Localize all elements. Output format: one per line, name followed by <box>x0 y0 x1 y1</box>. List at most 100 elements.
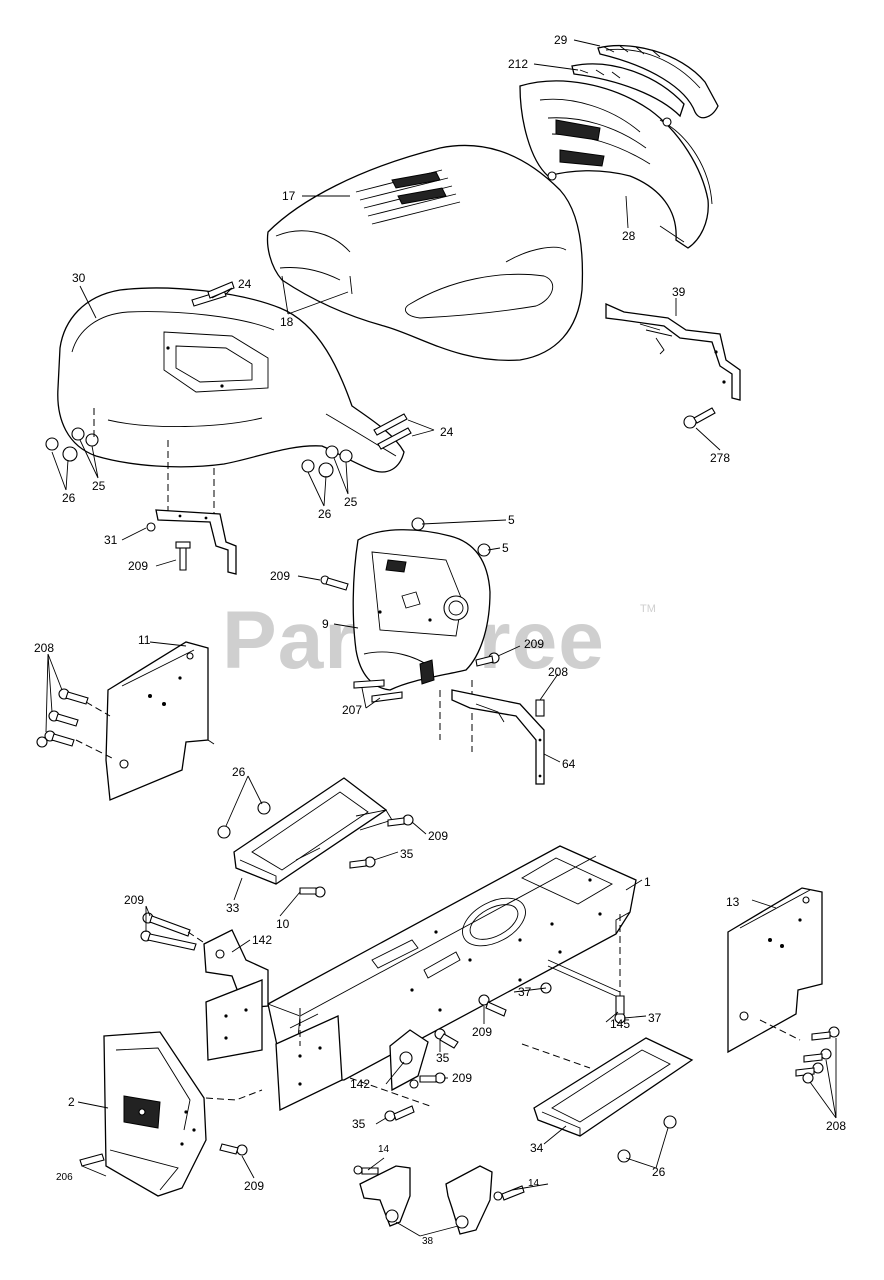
part-209-screws-e[interactable] <box>140 912 207 951</box>
callout-209-c: 209 <box>524 637 544 651</box>
frame-plate-left <box>205 979 263 1061</box>
part-208-screws-right[interactable] <box>759 1019 840 1084</box>
callout-5-b: 5 <box>502 541 509 555</box>
part-64-bracket[interactable] <box>451 689 545 785</box>
callout-207: 207 <box>342 703 362 717</box>
callout-209-a: 209 <box>128 559 148 573</box>
part-209-screw-b[interactable] <box>320 575 349 591</box>
callout-209-g: 209 <box>452 1071 472 1085</box>
part-17-hood[interactable] <box>266 144 584 362</box>
part-207-screws[interactable] <box>353 679 403 703</box>
callout-13: 13 <box>726 895 740 909</box>
callout-209-e: 209 <box>124 893 144 907</box>
part-209-screw-c[interactable] <box>475 652 500 667</box>
part-209-screw-g[interactable] <box>419 1072 446 1084</box>
part-212-lens[interactable] <box>571 63 685 118</box>
callout-33: 33 <box>226 901 240 915</box>
callout-206: 206 <box>56 1172 73 1183</box>
callout-35-a: 35 <box>400 847 414 861</box>
part-278-screw[interactable] <box>683 407 716 429</box>
callout-26-left: 26 <box>62 491 76 505</box>
part-35-screw-b[interactable] <box>434 1028 459 1049</box>
callout-26-34: 26 <box>652 1165 666 1179</box>
callout-30: 30 <box>72 271 86 285</box>
callout-1: 1 <box>644 875 651 889</box>
callout-26-33: 26 <box>232 765 246 779</box>
callout-278: 278 <box>710 451 730 465</box>
callout-26-right: 26 <box>318 507 332 521</box>
callout-34: 34 <box>530 1141 544 1155</box>
callout-14-left: 14 <box>378 1144 390 1155</box>
callout-38: 38 <box>422 1236 434 1247</box>
part-31-bracket[interactable] <box>146 509 237 575</box>
part-142-bracket-center[interactable] <box>389 1029 429 1092</box>
callout-35-c: 35 <box>352 1117 366 1131</box>
callout-2: 2 <box>68 1095 75 1109</box>
part-33-footrest-left[interactable] <box>233 777 393 885</box>
callout-25-right: 25 <box>344 495 358 509</box>
callout-25-left: 25 <box>92 479 106 493</box>
part-28-grille[interactable] <box>519 80 713 249</box>
part-9-dash-panel[interactable] <box>352 529 491 691</box>
callout-37-b: 37 <box>648 1011 662 1025</box>
part-24-bolts-lower[interactable] <box>373 413 412 450</box>
part-206-screw[interactable] <box>79 1153 105 1167</box>
part-209-screw-h[interactable] <box>219 1143 248 1156</box>
part-13-side-panel-right[interactable] <box>727 887 823 1054</box>
part-35-screw-a[interactable] <box>349 856 376 869</box>
leader-lines <box>45 39 837 1237</box>
callout-24-upper: 24 <box>238 277 252 291</box>
callout-209-h: 209 <box>244 1179 264 1193</box>
callout-18: 18 <box>280 315 294 329</box>
callout-11: 11 <box>138 633 151 647</box>
part-38-bracket-left[interactable] <box>359 1165 411 1227</box>
callout-208-left: 208 <box>34 641 54 655</box>
callout-209-d: 209 <box>428 829 448 843</box>
callout-212: 212 <box>508 57 528 71</box>
part-38-bracket-right[interactable] <box>445 1165 493 1235</box>
part-14-screws[interactable] <box>353 1165 525 1201</box>
part-11-side-panel-left[interactable] <box>105 641 215 801</box>
part-26-nuts-33[interactable] <box>217 801 271 839</box>
part-209-screw-a[interactable] <box>175 541 191 571</box>
part-2-front-bracket[interactable] <box>103 1031 207 1197</box>
callout-5-a: 5 <box>508 513 515 527</box>
callout-142-center: 142 <box>350 1077 370 1091</box>
watermark-trademark: TM <box>640 603 656 615</box>
callout-10: 10 <box>276 917 290 931</box>
frame-plate-center <box>275 1015 343 1112</box>
callout-209-b: 209 <box>270 569 290 583</box>
part-30-fender[interactable] <box>57 287 405 473</box>
callout-31: 31 <box>104 533 118 547</box>
part-26-nuts-34[interactable] <box>617 1115 677 1163</box>
callout-24-lower: 24 <box>440 425 454 439</box>
part-145-rod[interactable] <box>540 959 626 1024</box>
part-35-screw-c[interactable] <box>384 1105 415 1122</box>
callout-17: 17 <box>282 189 296 203</box>
callout-9: 9 <box>322 617 329 631</box>
callout-39: 39 <box>672 285 686 299</box>
callout-14-right: 14 <box>528 1178 540 1189</box>
callout-29: 29 <box>554 33 568 47</box>
callout-209-f: 209 <box>472 1025 492 1039</box>
part-10-screw[interactable] <box>299 886 326 898</box>
part-209-screw-d[interactable] <box>387 814 414 827</box>
callout-64: 64 <box>562 757 576 771</box>
part-209-screw-f[interactable] <box>478 994 507 1017</box>
part-25-26-hardware-left[interactable] <box>45 408 99 462</box>
part-34-footrest-right[interactable] <box>533 1037 694 1137</box>
callout-208-mid: 208 <box>548 665 568 679</box>
part-39-bracket[interactable] <box>605 302 741 401</box>
part-29-grille-strip[interactable] <box>597 45 719 119</box>
part-208-screws-left[interactable] <box>36 688 113 759</box>
callout-28: 28 <box>622 229 636 243</box>
callout-37-a: 37 <box>518 985 532 999</box>
callout-208-right: 208 <box>826 1119 846 1133</box>
part-24-bolts-upper[interactable] <box>191 281 235 307</box>
part-25-26-hardware-right[interactable] <box>301 445 353 478</box>
callout-labels: 29 212 17 18 28 30 24 24 39 278 26 25 26… <box>34 33 846 1247</box>
callout-142-left: 142 <box>252 933 272 947</box>
callout-35-b: 35 <box>436 1051 450 1065</box>
